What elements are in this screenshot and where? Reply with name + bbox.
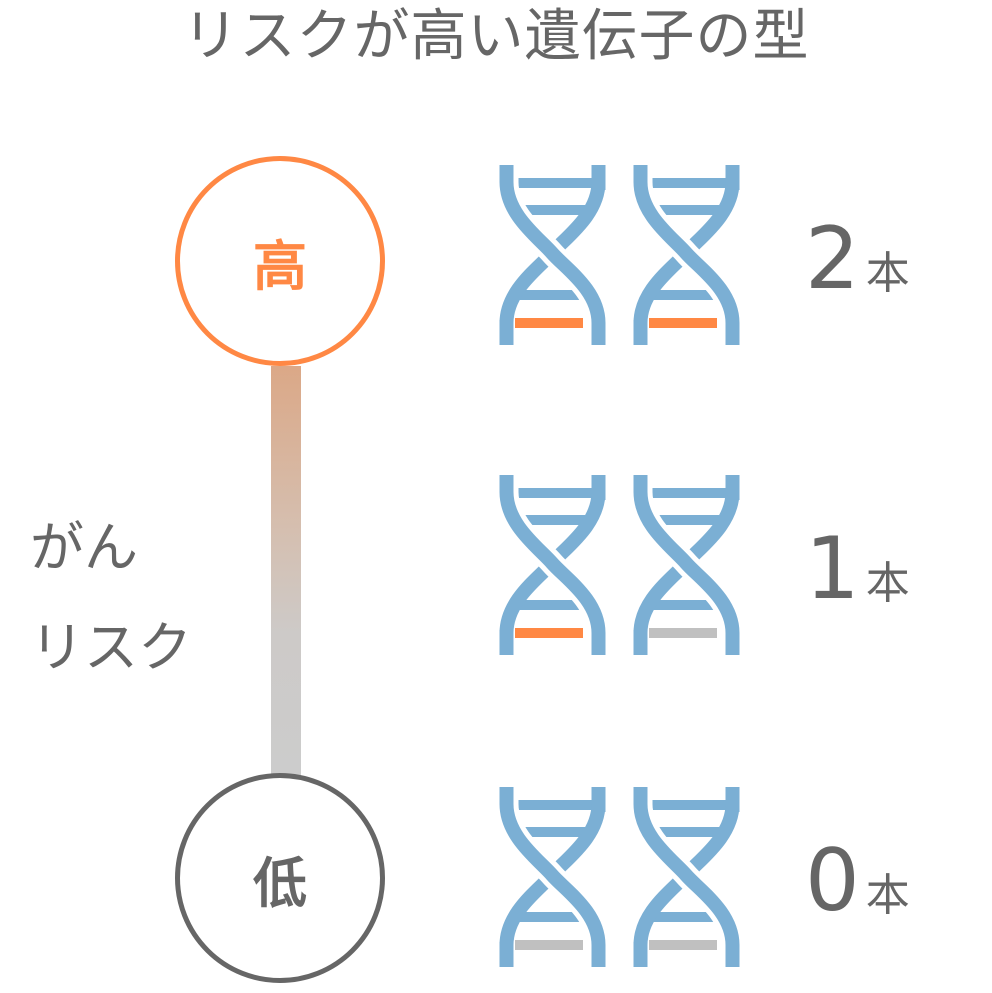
high-risk-circle: 高	[175, 156, 385, 366]
dna-helix-icon	[628, 475, 745, 655]
page-title: リスクが高い遺伝子の型	[182, 4, 810, 69]
risk-gradient-bar	[271, 366, 301, 778]
high-risk-label: 高	[253, 234, 307, 298]
dna-helix-icon	[495, 787, 611, 967]
cancer-risk-axis-label: がん リスク	[30, 498, 192, 698]
count-number: 1	[805, 519, 860, 619]
low-risk-circle: 低	[175, 773, 385, 983]
dna-pair-icon	[495, 787, 745, 967]
count-unit: 本	[865, 248, 910, 299]
dna-helix-icon	[628, 787, 745, 967]
dna-helix-icon	[628, 165, 745, 345]
dna-pair-icon	[495, 475, 745, 655]
count-number: 2	[805, 209, 860, 309]
axis-label-line1: がん	[30, 516, 138, 579]
count-unit: 本	[865, 558, 910, 609]
count-unit: 本	[865, 870, 910, 921]
count-number: 0	[805, 831, 860, 931]
axis-label-line2: リスク	[30, 616, 192, 679]
dna-pair-icon	[495, 165, 745, 345]
dna-helix-icon	[495, 165, 611, 345]
low-risk-label: 低	[253, 851, 307, 915]
dna-helix-icon	[495, 475, 611, 655]
